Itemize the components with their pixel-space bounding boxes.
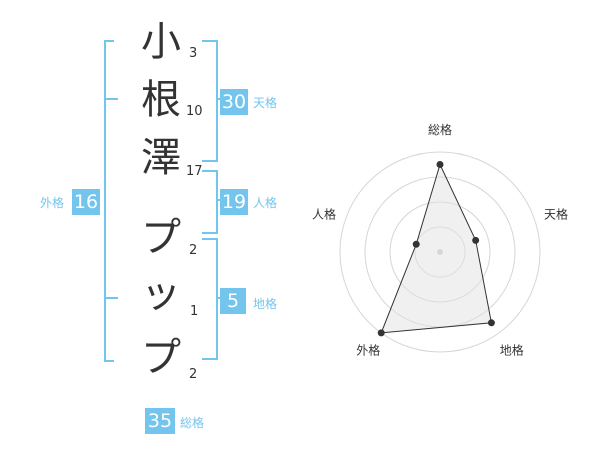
name-char-4: プ (141, 215, 181, 261)
radar-axis-label: 総格 (428, 122, 452, 137)
stroke-count-6: 2 (189, 367, 198, 382)
chikaku-bracket (202, 238, 218, 360)
radar-axis-label: 外格 (356, 343, 380, 358)
radar-point (472, 236, 480, 244)
gaikaku-label: 外格 (40, 196, 65, 210)
radar-axis-label: 地格 (500, 343, 524, 358)
radar-point (487, 319, 495, 327)
radar-value-polygon (380, 163, 492, 334)
radar-axis-label: 天格 (544, 206, 568, 221)
chikaku-label: 地格 (253, 297, 278, 311)
soukaku-value-badge: 35 (145, 408, 175, 434)
gaikaku-value-badge: 16 (72, 189, 100, 215)
radar-point (412, 240, 420, 248)
jinkaku-bracket (202, 170, 218, 234)
tenkaku-value-badge: 30 (220, 89, 248, 115)
tenkaku-bracket (202, 40, 218, 162)
jinkaku-value-badge: 19 (220, 189, 248, 215)
gaikaku-bracket (104, 40, 114, 362)
radar-point (436, 161, 444, 168)
bracket-tick (104, 297, 118, 299)
radar-axis-label: 人格 (312, 206, 336, 221)
stroke-count-5: 1 (190, 304, 199, 319)
jinkaku-label: 人格 (253, 196, 278, 210)
tenkaku-label: 天格 (253, 96, 278, 110)
name-char-6: プ (141, 335, 181, 381)
stroke-count-1: 3 (189, 46, 198, 61)
chikaku-value-badge: 5 (220, 288, 246, 314)
name-char-2: 根 (141, 77, 181, 123)
name-char-3: 澤 (141, 135, 181, 181)
radar-point (377, 329, 385, 337)
stroke-count-4: 2 (189, 243, 198, 258)
soukaku-label: 総格 (180, 416, 205, 430)
stroke-count-2: 10 (186, 104, 203, 119)
bracket-tick (104, 98, 118, 100)
stroke-count-3: 17 (186, 164, 203, 179)
radar-ring (339, 151, 541, 353)
name-char-5: ッ (141, 271, 181, 317)
name-char-1: 小 (141, 19, 181, 65)
